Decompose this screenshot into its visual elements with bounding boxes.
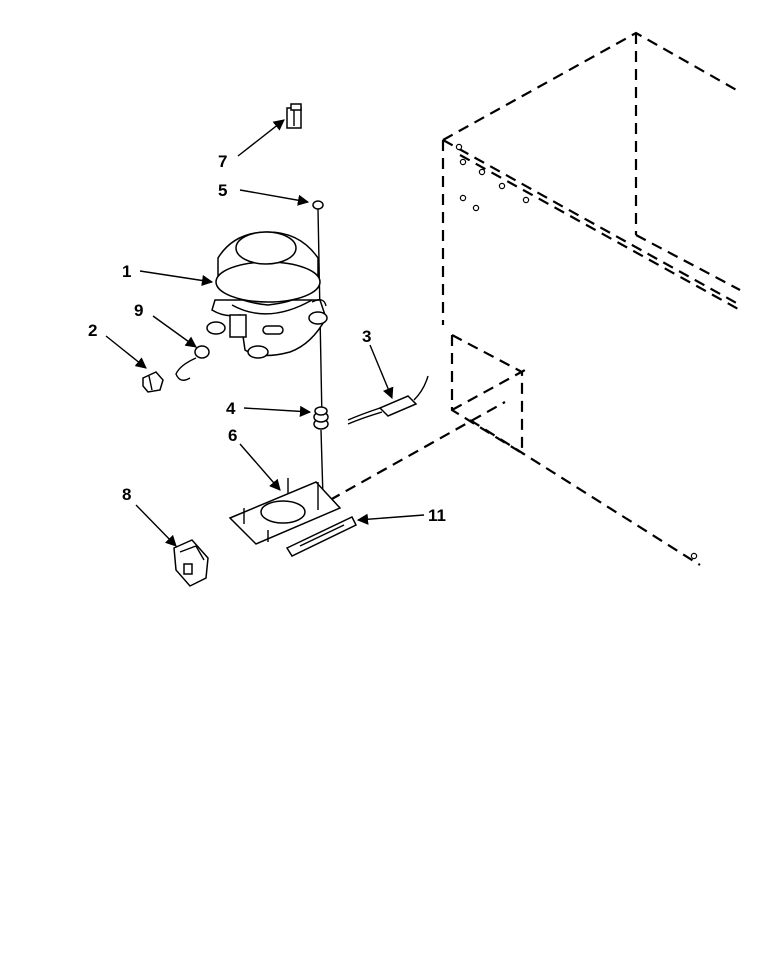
callout-6: 6	[228, 426, 237, 445]
rail-part	[285, 516, 358, 557]
cover-part	[173, 539, 209, 587]
cabinet-outline	[329, 31, 741, 566]
callout-7: 7	[218, 152, 227, 171]
tube-cord-part	[347, 375, 429, 425]
callout-3: 3	[362, 327, 371, 346]
callout-8: 8	[122, 485, 131, 504]
callout-11: 11	[428, 506, 446, 525]
grommet-part	[313, 406, 329, 430]
connector-part	[286, 103, 302, 129]
leader-lines	[105, 119, 425, 547]
callout-5: 5	[218, 181, 227, 200]
callout-1: 1	[122, 262, 131, 281]
callout-2: 2	[88, 321, 97, 340]
base-bracket-part	[228, 478, 342, 545]
callout-labels: 7 5 1 9 2 3 4 6 11 8	[88, 152, 446, 525]
relay-part	[142, 371, 164, 393]
callout-9: 9	[134, 301, 143, 320]
callout-4: 4	[226, 399, 236, 418]
clip-part	[312, 200, 324, 499]
overload-part	[175, 345, 210, 381]
compressor-part	[206, 231, 328, 359]
